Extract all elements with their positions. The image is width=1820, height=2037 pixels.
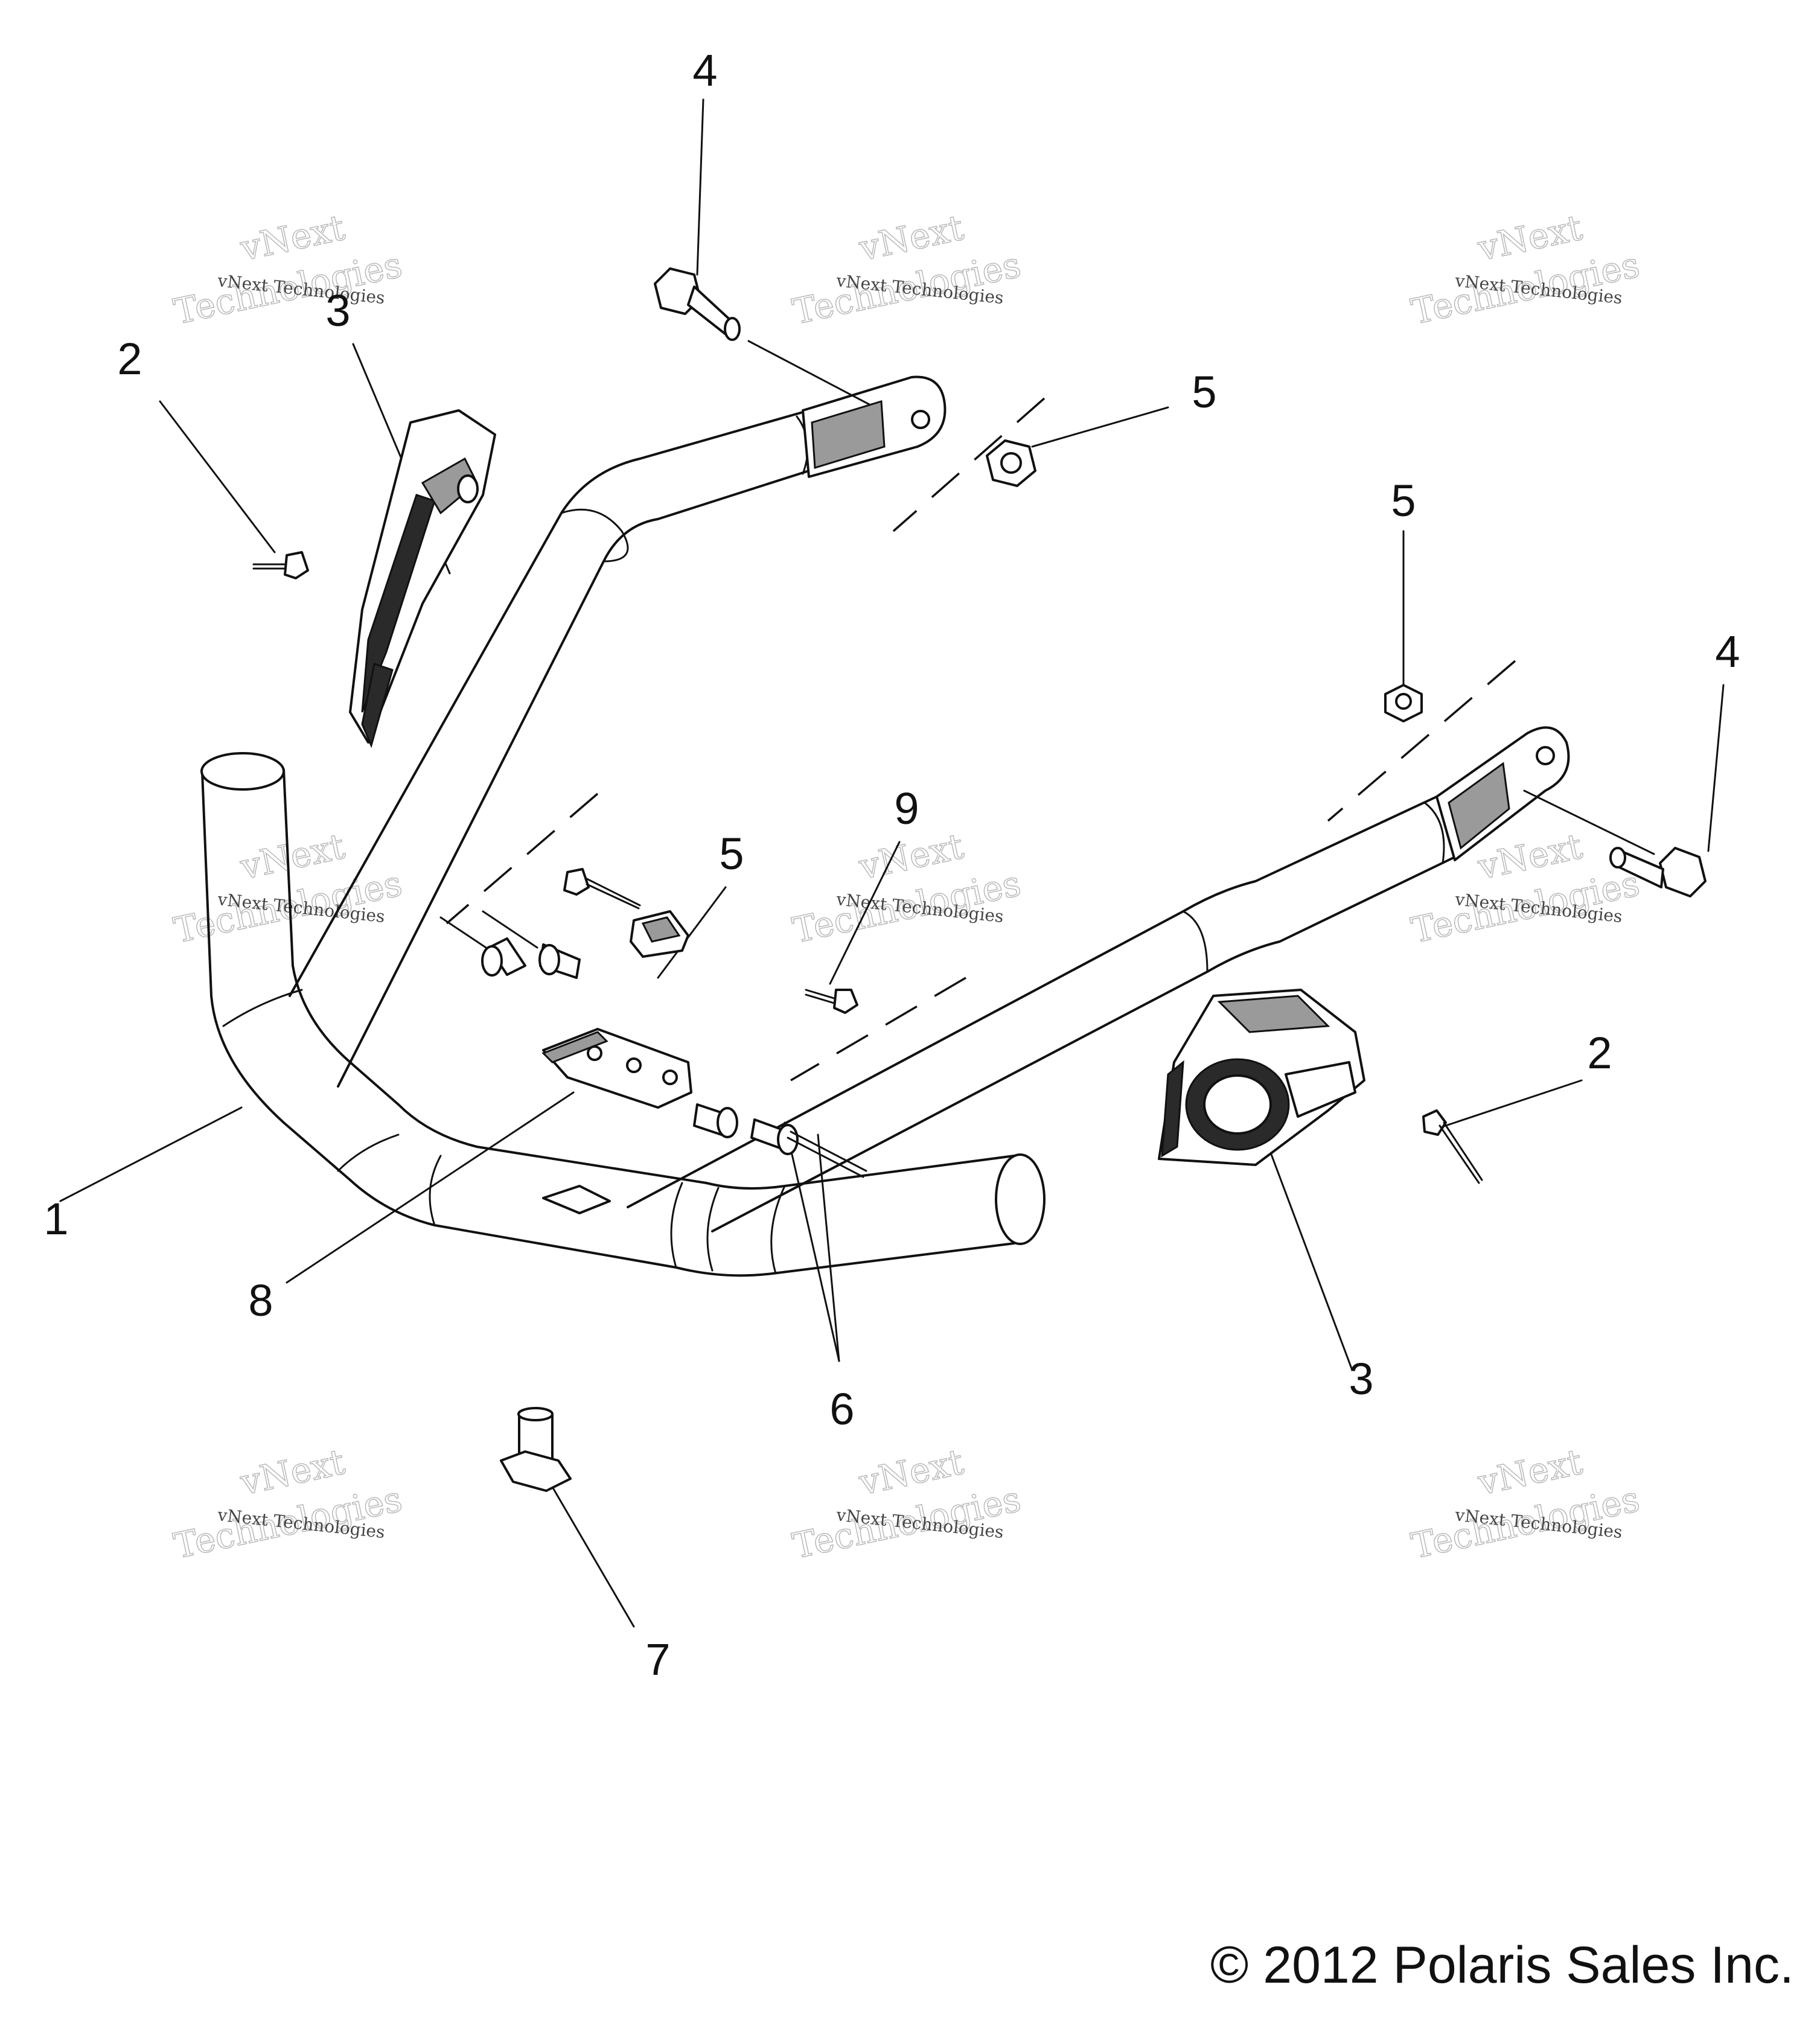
copyright-text: © 2012 Polaris Sales Inc.	[1210, 1936, 1794, 1994]
bumper-tube	[200, 375, 1570, 1277]
bolt-7	[500, 1407, 572, 1492]
watermark-7: vNext Technologies vNext Technologies	[170, 1441, 406, 1567]
watermark-1: vNext Technologies vNext Technologies	[170, 206, 406, 333]
bolt-4-right	[1609, 847, 1707, 897]
watermark-5: vNext Technologies vNext Technologies	[788, 825, 1024, 951]
leader-lines	[59, 98, 1725, 1628]
nut-5-top	[986, 439, 1036, 487]
callout-5-right: 5	[1391, 476, 1416, 526]
callout-6: 6	[829, 1384, 854, 1434]
rivet-center-upper	[563, 868, 641, 910]
rivet-2-right	[1422, 1109, 1483, 1184]
callout-4-top: 4	[692, 45, 717, 95]
guard-3-left	[349, 409, 496, 748]
nut-5-right	[1384, 684, 1423, 722]
guard-3-right	[1158, 989, 1365, 1166]
rivet-2-left	[252, 551, 309, 579]
watermark-9: vNext Technologies vNext Technologies	[1407, 1441, 1643, 1567]
callout-5-center: 5	[719, 829, 744, 879]
watermark-8: vNext Technologies vNext Technologies	[788, 1441, 1024, 1567]
bolt-4-top	[654, 267, 741, 341]
callout-4-right: 4	[1715, 626, 1740, 677]
alignment-lines	[445, 397, 1516, 1082]
callout-2-right: 2	[1587, 1028, 1612, 1078]
callout-7: 7	[645, 1634, 670, 1685]
callout-labels: 4 2 3 5 5 4 9 5 2 1 8 3 6 7	[43, 45, 1740, 1685]
callout-3-left: 3	[325, 285, 350, 336]
nut-5-center	[630, 910, 689, 958]
callout-5-top: 5	[1192, 367, 1216, 417]
screw-9	[805, 989, 858, 1014]
callout-8: 8	[248, 1275, 273, 1325]
callout-1: 1	[43, 1194, 68, 1244]
callout-9: 9	[894, 783, 919, 834]
mounting-plate-8	[541, 1028, 692, 1109]
rivets-6	[439, 910, 867, 1178]
callout-3-right: 3	[1349, 1354, 1373, 1404]
callout-2-left: 2	[117, 334, 142, 384]
watermark-3: vNext Technologies vNext Technologies	[1407, 206, 1643, 333]
watermark-2: vNext Technologies vNext Technologies	[788, 206, 1024, 333]
